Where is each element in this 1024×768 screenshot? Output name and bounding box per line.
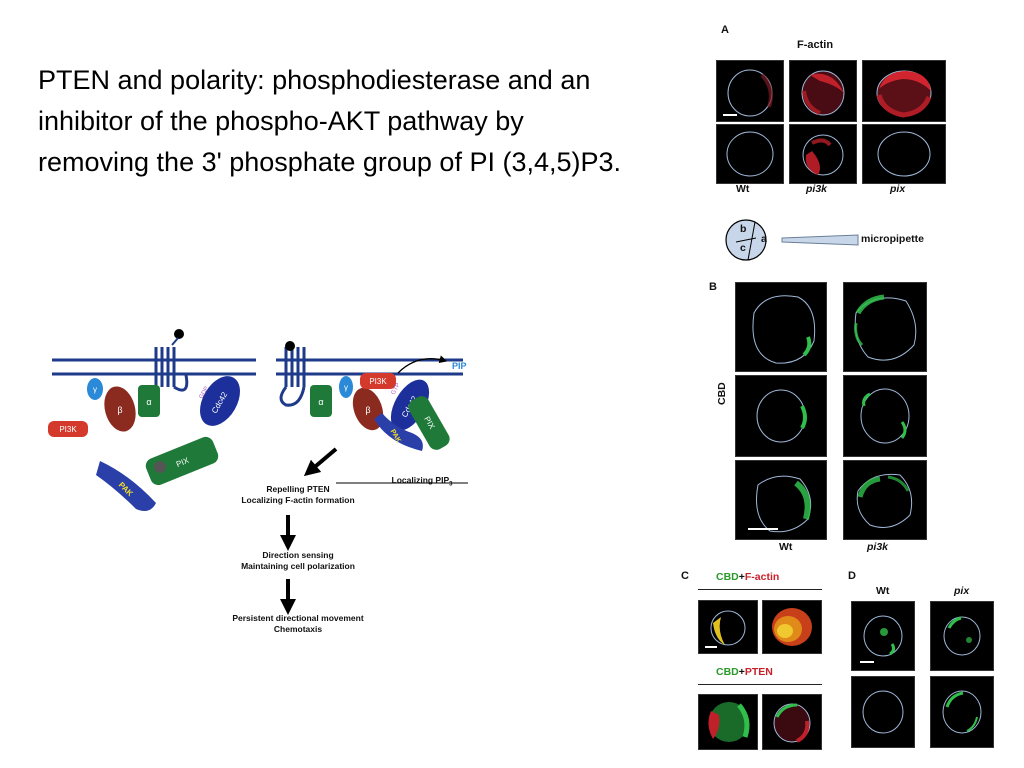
beta-right-label: β [365, 405, 370, 415]
ligand-right [285, 341, 295, 351]
panel-c-header2-red: PTEN [744, 666, 773, 678]
panel-a-pix-top [862, 60, 946, 122]
panel-b-col-pi3k: pi3k [867, 541, 889, 553]
sector-c-label: c [740, 242, 746, 254]
persistent-line2: Chemotaxis [273, 623, 323, 634]
panel-c-header1-plus: + [738, 571, 745, 583]
gamma-right [339, 376, 353, 398]
panel-c-header1-red: F-actin [744, 571, 780, 583]
panel-b-pi3k-1 [843, 282, 927, 372]
repelling-line2: Localizing F-actin formation [241, 494, 355, 505]
signaling-diagram-svg: γ β α Cdc42 GDP PI3K PIX PAK α γ β PI3K … [48, 329, 488, 615]
pi3k-left-label: PI3K [59, 425, 77, 434]
panel-a-pix-bottom [862, 124, 946, 184]
cdc42-left [200, 376, 240, 426]
panel-b-pi3k-2 [843, 375, 927, 457]
panel-b-letter: B [709, 281, 717, 293]
panel-c-header1: CBD+F-actin [716, 571, 779, 583]
gamma-left-label: γ [93, 385, 97, 394]
micropipette-shape [781, 234, 859, 246]
panel-a-col-wt: Wt [736, 183, 750, 195]
micropipette-diagram [722, 216, 952, 264]
panel-d-letter: D [848, 570, 856, 582]
panel-b-wt-3 [735, 460, 827, 540]
pix-right [408, 396, 450, 450]
panel-a-header: F-actin [797, 39, 834, 51]
localizing-pip3-label: Localizing PIP [391, 475, 450, 485]
panel-d-col-wt: Wt [876, 585, 890, 597]
panel-a-pi3k-top [789, 60, 857, 122]
beta-left-label: β [117, 405, 122, 415]
panel-a-pi3k-bottom [789, 124, 857, 184]
panel-c-header1-green: CBD [716, 571, 739, 583]
alpha-left-label: α [146, 397, 151, 407]
localizing-pip3-sub: 3 [449, 481, 453, 488]
panel-c-factin-1 [698, 600, 758, 654]
panel-d-pix-2 [930, 676, 994, 748]
slide-title: PTEN and polarity: phosphodiesterase and… [38, 65, 622, 177]
panel-b-col-wt: Wt [779, 541, 793, 553]
panel-c-rule-1 [698, 589, 822, 590]
panel-c-letter: C [681, 570, 689, 582]
panel-b-wt-1 [735, 282, 827, 372]
alpha-right-label: α [318, 397, 323, 407]
repelling-line1: Repelling PTEN [266, 484, 330, 494]
direction-line2: Maintaining cell polarization [241, 560, 355, 571]
panel-b-row-label: CBD [716, 382, 728, 405]
panel-d-wt-1 [851, 601, 915, 671]
gdp-label: GDP [199, 386, 211, 400]
signaling-diagram: γ β α Cdc42 GDP PI3K PIX PAK α γ β PI3K … [38, 325, 488, 645]
panel-c-header2-green: CBD [716, 666, 739, 678]
panel-a-wt-bottom [716, 124, 784, 184]
direction-line1: Direction sensing [262, 550, 334, 560]
direction-text: Direction sensing Maintaining cell polar… [208, 550, 388, 571]
pi3k-right-label: PI3K [369, 377, 387, 386]
panel-d-col-pix: pix [954, 585, 970, 597]
receptor-right [279, 347, 306, 407]
panel-a-col-pix: pix [890, 183, 906, 195]
repelling-text: Repelling PTEN Localizing F-actin format… [208, 484, 388, 505]
receptor-left [154, 347, 189, 392]
panel-b-wt-2 [735, 375, 827, 457]
panel-c-rule-2 [698, 684, 822, 685]
pi3k-right [360, 373, 396, 389]
panel-d-pix-1 [930, 601, 994, 671]
panel-a-letter: A [721, 24, 729, 36]
ligand-left [174, 329, 184, 339]
sector-b-label: b [740, 223, 747, 235]
pip-arrow [397, 355, 448, 374]
panel-d-wt-2 [851, 676, 915, 748]
pak-left [96, 461, 156, 511]
gamma-right-label: γ [344, 383, 348, 392]
persistent-line1: Persistent directional movement [232, 613, 364, 623]
alpha-right [310, 385, 332, 417]
sector-a-label: a [761, 233, 767, 245]
localizing-pip3-text: Localizing PIP3 [372, 475, 472, 490]
pi3k-left [48, 421, 88, 437]
arrow-diag [303, 447, 338, 477]
alpha-left [138, 385, 160, 417]
panel-b-pi3k-3 [843, 460, 927, 540]
panel-c-factin-2 [762, 600, 822, 654]
pip-label: PIP [452, 361, 467, 371]
panel-c-header2-plus: + [738, 666, 745, 678]
gtp-label: GTP [391, 382, 402, 396]
panel-c-pten-2 [762, 694, 822, 750]
pak-right [374, 413, 423, 451]
beta-left [104, 386, 136, 432]
gamma-left [87, 378, 103, 400]
panel-c-pten-1 [698, 694, 758, 750]
panel-a-col-pi3k: pi3k [806, 183, 828, 195]
pix-left [145, 436, 219, 486]
micropipette-label: micropipette [861, 233, 925, 245]
panel-c-header2: CBD+PTEN [716, 666, 773, 678]
panel-a-wt-top [716, 60, 784, 122]
persistent-text: Persistent directional movement Chemotax… [208, 613, 388, 634]
